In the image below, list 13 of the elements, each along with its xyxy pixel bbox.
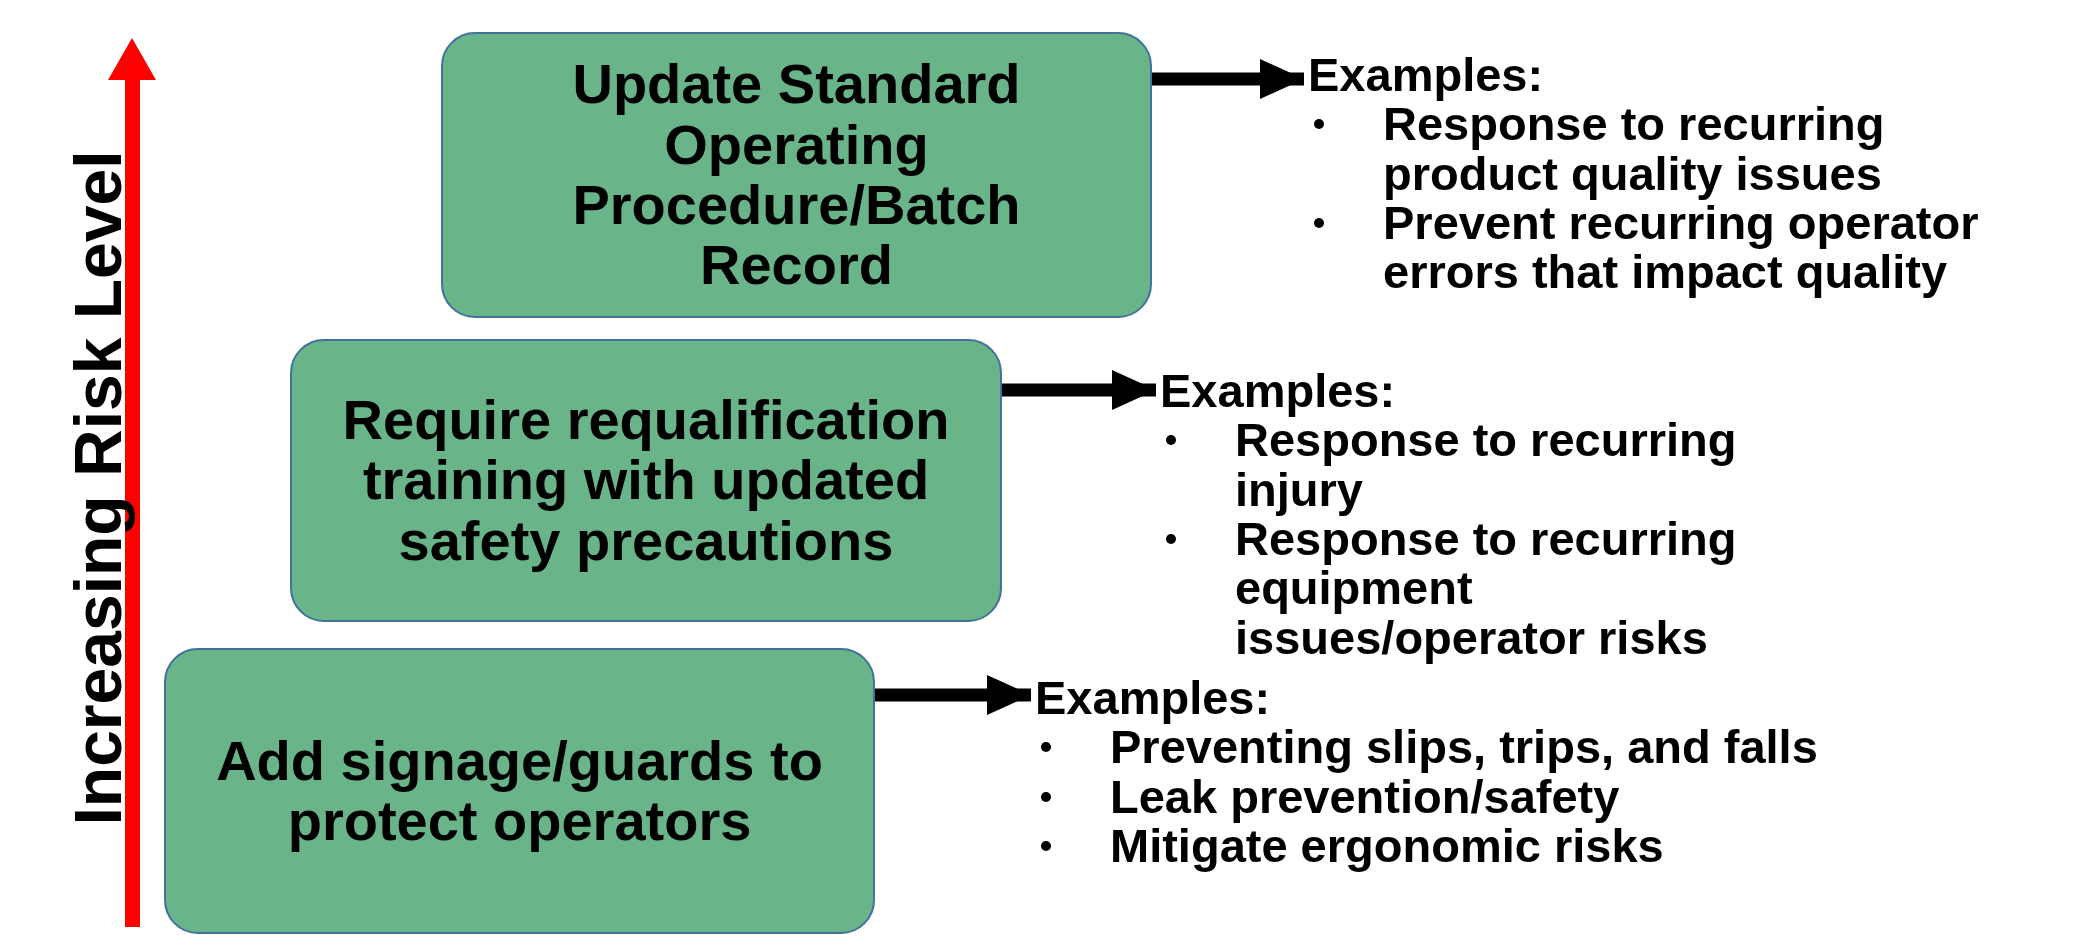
examples-heading: Examples: bbox=[1035, 673, 1272, 723]
box-label: Require requalification training with updated safety precautions bbox=[341, 389, 951, 572]
box-label: Add signage/guards to protect operators bbox=[215, 730, 824, 852]
box-label: Update Standard Operating Procedure/Batch Record bbox=[571, 54, 1022, 296]
arrow bbox=[1002, 370, 1156, 410]
axis-label: Increasing Risk Level bbox=[60, 150, 136, 826]
examples-heading: Examples: bbox=[1160, 366, 1397, 416]
arrow bbox=[1152, 59, 1304, 99]
examples-heading: Examples: bbox=[1308, 50, 1545, 100]
process-box bbox=[164, 648, 875, 934]
process-box bbox=[290, 339, 1002, 622]
arrow bbox=[875, 675, 1031, 715]
process-box bbox=[441, 32, 1152, 318]
